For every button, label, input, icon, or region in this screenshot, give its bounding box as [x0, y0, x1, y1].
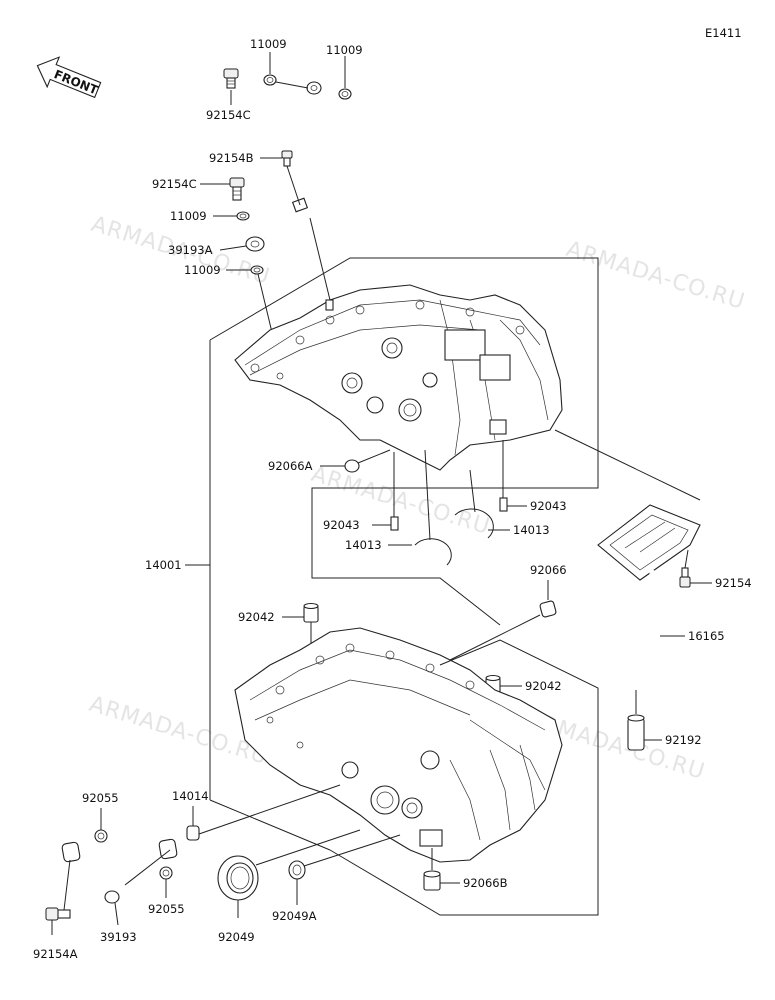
oil-seal-92049a [288, 834, 401, 905]
washer-11009-top-b [338, 88, 352, 100]
label-11009-mid-a: 11009 [170, 209, 207, 223]
oil-seal-92049 [217, 829, 361, 918]
label-92154c-top: 92154C [206, 108, 251, 122]
svg-text:FRONT: FRONT [52, 67, 101, 97]
dowel-92043-b [499, 440, 527, 512]
label-14013-a: 14013 [345, 538, 382, 552]
label-11009-mid-b: 11009 [184, 263, 221, 277]
bolt-92154 [679, 549, 712, 588]
plug-92066a [320, 449, 391, 473]
label-92042-b: 92042 [525, 679, 562, 693]
label-39193: 39193 [100, 930, 137, 944]
label-14014: 14014 [172, 789, 209, 803]
bolt-92154b [281, 150, 293, 167]
washer-11009-mid-b [250, 265, 264, 275]
label-39193a: 39193A [168, 243, 213, 257]
dowel-92043-a [372, 452, 399, 531]
label-92042-a: 92042 [238, 610, 275, 624]
leader-lines-top [200, 52, 346, 346]
label-92055-a: 92055 [82, 791, 119, 805]
label-92049: 92049 [218, 930, 255, 944]
collar-92192 [627, 690, 662, 751]
upper-case-outline [209, 257, 701, 800]
watermark-2: ARMADA-CO.RU [563, 237, 748, 315]
label-11009-top-a: 11009 [250, 37, 287, 51]
label-16165: 16165 [688, 629, 725, 643]
label-11009-top-b: 11009 [326, 43, 363, 57]
label-14013-b: 14013 [513, 523, 550, 537]
label-92066: 92066 [530, 563, 567, 577]
washer-11009-mid-a [236, 211, 250, 221]
plug-92066 [439, 580, 557, 666]
label-14001: 14001 [145, 558, 182, 572]
label-92043-a: 92043 [323, 518, 360, 532]
bolt-92154c-top [223, 68, 239, 89]
label-92066a: 92066A [268, 459, 313, 473]
upper-crankcase [234, 284, 563, 471]
lower-case-outline [209, 639, 599, 916]
oil-pipe-39193 [61, 838, 178, 926]
washer-11009-top-a [263, 74, 277, 86]
front-arrow-icon: FRONT [36, 56, 102, 99]
bolt-92154a [45, 859, 71, 935]
o-ring-92055-a [94, 829, 108, 843]
plug-92066b [423, 848, 460, 891]
lower-crankcase [234, 627, 563, 863]
diagram-code: E1411 [705, 26, 742, 40]
dowel-14014 [186, 784, 341, 841]
label-92192: 92192 [665, 733, 702, 747]
mid-outline [185, 435, 599, 626]
oil-strainer-16165 [597, 504, 701, 691]
bolt-92154c-mid [229, 177, 245, 201]
label-92055-b: 92055 [148, 902, 185, 916]
label-92154: 92154 [715, 576, 752, 590]
label-92049a: 92049A [272, 909, 317, 923]
label-92066b: 92066B [463, 876, 508, 890]
label-92043-b: 92043 [530, 499, 567, 513]
part-labels: 11009 11009 92154C 92154B 92154C 11009 3… [33, 37, 752, 961]
banjo-39193a [245, 236, 265, 252]
label-92154a: 92154A [33, 947, 78, 961]
label-92154c-mid: 92154C [152, 177, 197, 191]
oil-pipe-assembly [245, 81, 324, 252]
bearing-14013-b [454, 469, 510, 539]
bearing-14013-a [388, 449, 452, 566]
label-92154b: 92154B [209, 151, 254, 165]
o-ring-92055-b [159, 866, 173, 880]
